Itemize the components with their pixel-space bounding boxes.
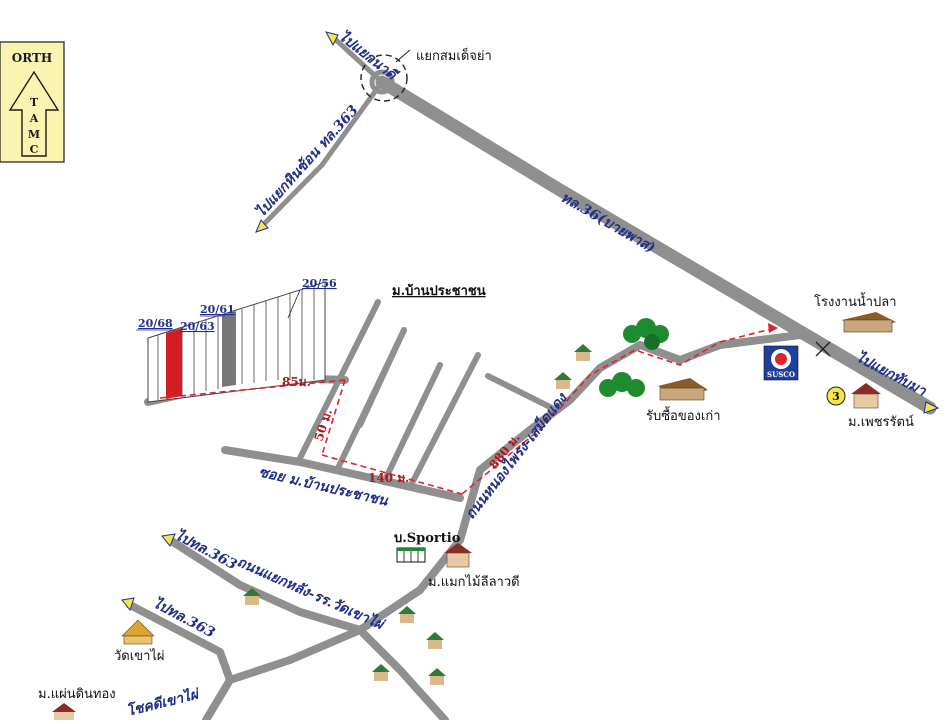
north-arrow-icon — [8, 70, 60, 157]
phaen-din-thong-house-icon — [52, 703, 76, 720]
logo-letter-c: C — [30, 143, 39, 156]
small-house-icon — [426, 632, 444, 649]
small-house-icon — [554, 372, 572, 389]
village-title: ม.บ้านประชาชน — [392, 283, 486, 299]
arrow-363-a-icon — [161, 533, 176, 547]
small-house-icon — [574, 344, 592, 361]
plot-label-20-63: 20/63 — [180, 320, 215, 333]
plot-label-20-68: 20/68 — [138, 317, 173, 330]
nong-phai-road-east — [636, 331, 804, 364]
susco-logo-icon: SUSCO — [763, 345, 799, 381]
nong-phai-road — [286, 341, 644, 664]
village-spur-2b — [357, 327, 407, 428]
temple-icon — [121, 619, 155, 645]
logo-letter-m: M — [28, 128, 40, 141]
small-house-icon — [243, 588, 261, 605]
road-to-hin-son — [259, 79, 385, 229]
badge-3-number: 3 — [832, 390, 840, 403]
arrow-thap-ma-icon — [923, 401, 940, 414]
small-house-icon — [398, 606, 416, 623]
sportio-building-icon — [396, 547, 426, 563]
arrow-na-dee-icon — [325, 31, 339, 47]
distance-140: 140 ม. — [368, 471, 409, 485]
junction-label: แยกสมเด็จย่า — [416, 46, 492, 64]
junction-marker-circle — [360, 54, 408, 102]
logo-top-text: ORTH — [12, 51, 52, 65]
target-plot — [166, 328, 182, 399]
route-segment-50 — [321, 379, 346, 456]
distance-50: 50 ม. — [312, 407, 336, 443]
maek-mai-label: ม.แมกไม้ลีลาวดี — [428, 574, 520, 590]
road-label-highway-36: ทล.36(บายพาส) — [558, 190, 658, 257]
badge-3-icon — [826, 386, 846, 406]
logo-letter-t: T — [30, 96, 39, 109]
phaen-din-thong-label: ม.แผ่นดินทอง — [38, 687, 116, 702]
junction-pointer — [395, 49, 411, 63]
susco-text: SUSCO — [767, 370, 795, 379]
fish-factory-icon — [842, 312, 896, 333]
highway-36-road — [375, 75, 937, 415]
route-segment-140 — [321, 454, 463, 495]
tree-cluster-2-icon — [599, 372, 645, 397]
road-label-nong-phai: ถนนหนองไพรง-เสม็ดแดง — [461, 389, 571, 523]
plot-area — [147, 281, 326, 403]
lang-ror-ror-road — [166, 536, 364, 634]
road-to-363-b — [126, 601, 234, 724]
arrow-hin-son-icon — [255, 219, 269, 233]
roundabout — [369, 69, 395, 95]
village-spur-5 — [485, 373, 555, 411]
arrow-363-b-icon — [121, 597, 135, 612]
route-segment-85 — [159, 379, 346, 399]
plot-label-20-56: 20/56 — [302, 277, 337, 290]
marked-plot-gray — [222, 311, 236, 387]
village-spur-4 — [407, 352, 481, 490]
khao-phai-link — [226, 656, 294, 684]
antique-shop-icon — [658, 378, 708, 401]
small-house-icon — [372, 664, 390, 681]
route-segment-880 — [461, 327, 776, 495]
plot-label-20-61: 20/61 — [200, 303, 235, 316]
tree-cluster-1-icon — [623, 318, 669, 350]
small-house-icon — [428, 668, 446, 685]
route-end-arrow — [768, 323, 778, 333]
wat-khao-phai-label: วัดเขาไผ่ — [114, 648, 165, 664]
village-spur-3 — [382, 362, 443, 483]
fish-factory-label: โรงงานน้ำปลา — [814, 292, 897, 310]
antique-buyer-label: รับซื้อของเก่า — [646, 406, 721, 424]
road-label-khao-phai: โชคดีเขาไผ่ — [125, 684, 202, 720]
logo-letter-a: A — [29, 112, 39, 125]
south-road — [356, 626, 449, 724]
plot-block-outline — [147, 281, 326, 403]
crossing-marker-icon — [815, 341, 831, 357]
distance-85: 85ม. — [282, 375, 311, 389]
sportio-label: บ.Sportio — [394, 531, 461, 546]
petcharat-house-icon — [851, 383, 881, 409]
logo: ORTH T A M C — [0, 41, 65, 163]
road-label-to-hin-son: ไปแยกหินซ้อน ทล.363 — [252, 102, 362, 221]
petcharat-label: ม.เพชรรัตน์ — [848, 414, 914, 430]
maek-mai-house-icon — [444, 543, 472, 568]
